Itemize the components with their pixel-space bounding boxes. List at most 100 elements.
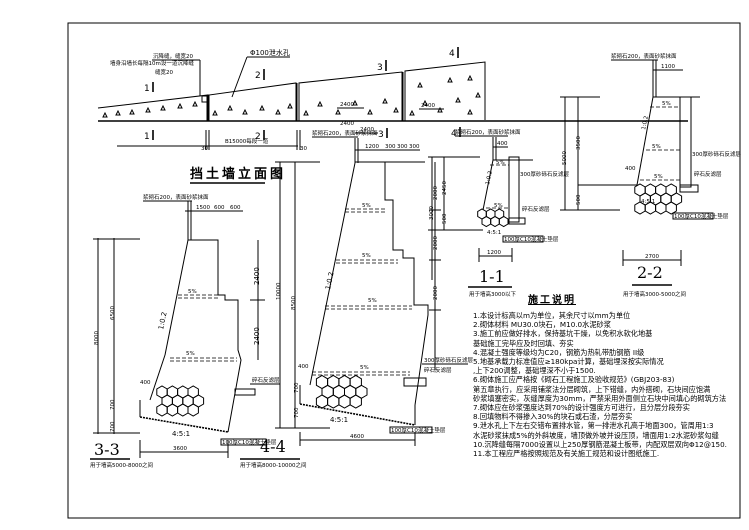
base-note: 100厚C10混凝土垫层: [222, 438, 277, 446]
dim-2000b: 2000: [433, 236, 439, 250]
dim-500: 500: [576, 194, 582, 205]
joint-width: 缝宽20: [155, 68, 173, 76]
drain-hole-icon: [287, 102, 293, 109]
base-note: 100厚C10混凝土垫层: [674, 212, 729, 220]
section-1-1-subcaption: 用于墙高3000以下: [469, 290, 516, 298]
drain-hole-icon: [160, 104, 166, 111]
grade-label: 5%: [494, 203, 503, 209]
grade-label: 5%: [360, 365, 369, 371]
section-3-3-gabion: [156, 385, 205, 417]
hole-spacing-below: 2400: [340, 121, 354, 127]
grade-label: 5%: [652, 144, 661, 150]
section-mark-2-bottom: 2: [255, 132, 261, 142]
toe-dim-400: 400: [140, 380, 151, 386]
drain-hole-icon: [145, 106, 151, 113]
base-note: 100厚C10混凝土垫层: [391, 426, 446, 434]
grade-label: 5%: [654, 174, 663, 180]
drain-hole-icon: [475, 91, 481, 98]
side-note: 碎石反滤层: [694, 170, 722, 178]
section-3-3-dim-1500: 1500: [196, 205, 210, 211]
elevation-view: 1 2 3 4 1 2 3 4 沉降缝，缝宽20 墙身沿墙长每隔10m设一道沉降…: [97, 47, 688, 152]
drain-hole-icon: [259, 104, 265, 111]
section-1-1-gabion: [477, 208, 509, 228]
section-1-1: 浆砌石200，表面砂浆抹面 400 5% 5% 1:0.2 碎石反滤层 300厚…: [428, 128, 569, 298]
end-dim-left: 30: [201, 146, 208, 152]
section-3-3-top-note: 浆砌石200，表面砂浆抹面: [143, 193, 209, 201]
dim-2400a: 2400: [253, 267, 261, 285]
gabion-cell: [166, 403, 179, 417]
gabion-cell: [481, 215, 492, 228]
elevation-segment-1: [97, 94, 209, 121]
section-1-1-frontface: [482, 159, 494, 211]
note-item: 1.本设计标高以m为单位，其余尺寸以mm为单位: [473, 311, 631, 320]
dim-2400b: 2400: [253, 327, 261, 345]
gabion-cell: [490, 215, 500, 228]
note-item: 9.泄水孔上下左右交错布置排水管，第一排泄水孔高于地面300，管周用1:3: [473, 421, 714, 431]
dim-500: 500: [442, 213, 448, 224]
grade-label: 5%: [496, 160, 505, 166]
grade-label: 5%: [662, 101, 671, 107]
base-slope: 4:5:1: [172, 430, 190, 438]
dim-1200: 1200: [365, 144, 379, 150]
base-slope: 4:5:1: [641, 199, 655, 205]
gabion-cell: [338, 394, 351, 409]
section-2-2-gabion: [634, 183, 683, 215]
section-3-3-dim-600b: 600: [230, 205, 241, 211]
drain-note: 300厚砂砾石反滤层: [520, 170, 569, 178]
section-3-3-subcaption: 用于墙高5000-8000之间: [90, 461, 153, 469]
dim-300c: 300: [409, 144, 420, 150]
section-4-4-caption: 4-4: [260, 437, 286, 456]
side-note: 碎石反滤层: [522, 205, 550, 213]
dim-300a: 300: [385, 144, 396, 150]
joint-note: 墙身沿墙长每隔10m设一道沉降缝: [110, 59, 194, 67]
gabion-cell: [327, 394, 340, 409]
grade-label: 5%: [188, 289, 197, 295]
drain-hole-icon: [422, 99, 428, 106]
toe-dim-700b: 700: [294, 407, 300, 418]
segment-length-label: B15000每段一道: [225, 137, 269, 145]
slope-label: 1:0.2: [641, 115, 650, 130]
dim-6500: 6500: [110, 306, 116, 320]
notes-title: 施工说明: [528, 295, 576, 306]
note-item: 砂浆填塞密实，灰缝厚度为30mm，严禁采用外面侧立石块中间填心的砌筑方法: [473, 393, 727, 403]
toe-dim-700a: 700: [110, 399, 116, 410]
toe-dim-400: 400: [298, 364, 309, 370]
section-4-4-dim-2400: 2400: [360, 127, 374, 133]
dim-300b: 300: [397, 144, 408, 150]
section-mark-1-bottom: 1: [144, 132, 150, 142]
drain-hole-icon: [212, 109, 218, 116]
drain-hole-icon: [409, 109, 415, 116]
section-mark-1-top: 1: [144, 84, 150, 94]
gabion-cell: [498, 215, 509, 228]
section-2-2: 浆砌石200，表面砂浆抹面 1100 5% 5% 5% 1:0.2 碎石反滤层 …: [560, 52, 741, 298]
gabion-cell: [156, 403, 168, 417]
section-mark-3-bottom: 3: [378, 130, 384, 140]
drain-hole-icon: [417, 81, 423, 88]
drain-hole-icon: [275, 108, 281, 115]
elevation-segment-2: [208, 82, 297, 121]
grade-label: 5%: [362, 253, 371, 259]
note-item: 2.砌体材料 MU30.0块石，M10.0水泥砂浆: [473, 320, 611, 330]
drain-note: 300厚砂砾石反滤层: [692, 150, 741, 158]
dim-2000c: 2000: [433, 286, 439, 300]
dim-5000: 5000: [562, 151, 568, 165]
section-mark-4-bottom: 4: [451, 129, 457, 139]
drain-hole-icon: [317, 100, 323, 107]
note-item: 10.沉降缝每隔7000设置以上250厚钢筋混凝土板带，内配双层双向Φ12@15…: [473, 439, 727, 449]
gabion-cell: [187, 403, 199, 417]
section-2-2-frontface: [636, 96, 654, 186]
construction-notes: 施工说明 1.本设计标高以m为单位，其余尺寸以mm为单位 2.砌体材料 MU30…: [473, 295, 743, 458]
base-width: 3600: [173, 446, 187, 452]
section-4-4-subcaption: 用于墙高8000-10000之间: [240, 461, 306, 469]
slope-label: 1:0.2: [157, 311, 169, 330]
note-item: ,上下200调整，基础埋深不小于1500.: [473, 366, 596, 376]
gabion-cell: [349, 394, 362, 409]
base-width: 4600: [350, 434, 364, 440]
note-item: 6.砌体施工应严格按《砌石工程施工及验收规范》(GBJ203-83): [473, 375, 675, 385]
section-3-3-dim-600a: 600: [214, 205, 225, 211]
toe-dim-700b: 700: [110, 421, 116, 432]
note-item: 3.施工前应做好排水，保持基坑干燥，以免积水软化地基: [473, 329, 653, 339]
drain-hole-icon: [467, 108, 473, 115]
dim-400: 400: [497, 141, 508, 147]
